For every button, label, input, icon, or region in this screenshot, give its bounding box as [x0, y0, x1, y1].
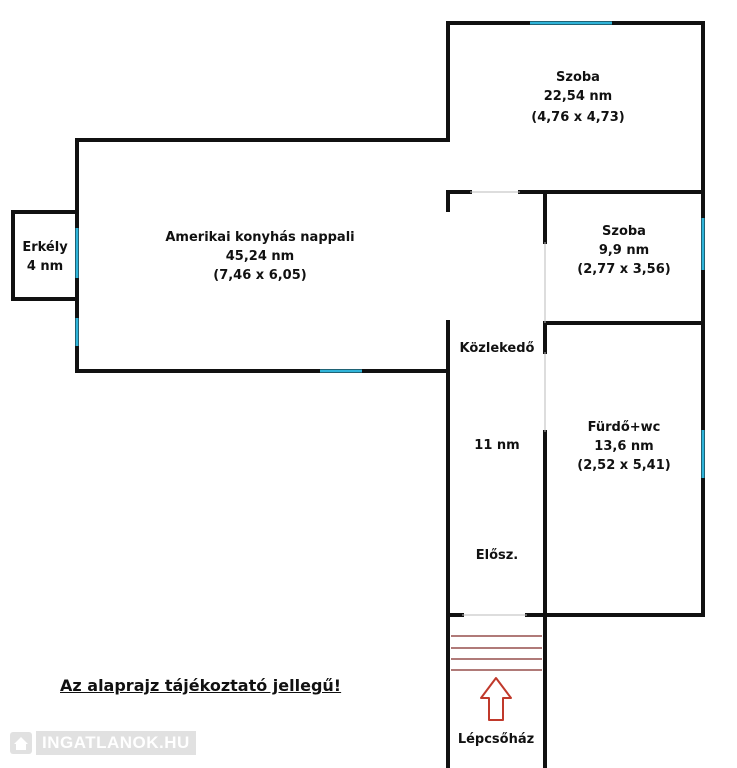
eloszoba-name: Elősz.	[475, 548, 519, 563]
watermark-text: INGATLANOK.HU	[36, 731, 196, 755]
label-lepcsohaz: Lépcsőház	[442, 730, 550, 749]
label-kozlekedo-area: 11 nm	[452, 436, 542, 455]
watermark: INGATLANOK.HU	[10, 730, 196, 756]
label-nappali: Amerikai konyhás nappali 45,24 nm (7,46 …	[140, 228, 380, 285]
erkely-area: 4 nm	[26, 259, 64, 274]
wall-erkely	[11, 210, 79, 301]
szoba2-dims: (2,77 x 3,56)	[577, 262, 671, 277]
windows	[75, 21, 705, 478]
szoba1-area: 22,54 nm	[543, 89, 613, 104]
kozlekedo-area: 11 nm	[474, 438, 520, 453]
label-eloszoba: Elősz.	[452, 546, 542, 565]
disclaimer-text: Az alaprajz tájékoztató jellegű!	[60, 676, 342, 695]
stairs	[451, 635, 542, 671]
szoba2-area: 9,9 nm	[598, 243, 650, 258]
furdo-dims: (2,52 x 5,41)	[577, 458, 671, 473]
furdo-area: 13,6 nm	[594, 439, 654, 454]
door-openings	[462, 191, 546, 616]
szoba1-name: Szoba	[556, 70, 600, 85]
erkely-name: Erkély	[22, 240, 68, 255]
nappali-name: Amerikai konyhás nappali	[165, 230, 355, 245]
szoba1-dims: (4,76 x 4,73)	[531, 110, 625, 125]
label-furdo: Fürdő+wc 13,6 nm (2,52 x 5,41)	[556, 418, 692, 475]
nappali-area: 45,24 nm	[225, 249, 295, 264]
entrance-arrow-icon	[480, 677, 512, 721]
walls	[11, 21, 705, 768]
house-icon	[10, 732, 32, 754]
label-szoba2: Szoba 9,9 nm (2,77 x 3,56)	[556, 222, 692, 279]
lepcsohaz-name: Lépcsőház	[457, 732, 535, 747]
nappali-dims: (7,46 x 6,05)	[213, 268, 307, 283]
label-szoba1: Szoba 22,54 nm (4,76 x 4,73)	[508, 68, 648, 127]
szoba2-name: Szoba	[602, 224, 646, 239]
furdo-name: Fürdő+wc	[587, 420, 661, 435]
label-kozlekedo: Közlekedő	[452, 339, 542, 358]
label-erkely: Erkély 4 nm	[18, 238, 72, 276]
kozlekedo-name: Közlekedő	[459, 341, 535, 356]
